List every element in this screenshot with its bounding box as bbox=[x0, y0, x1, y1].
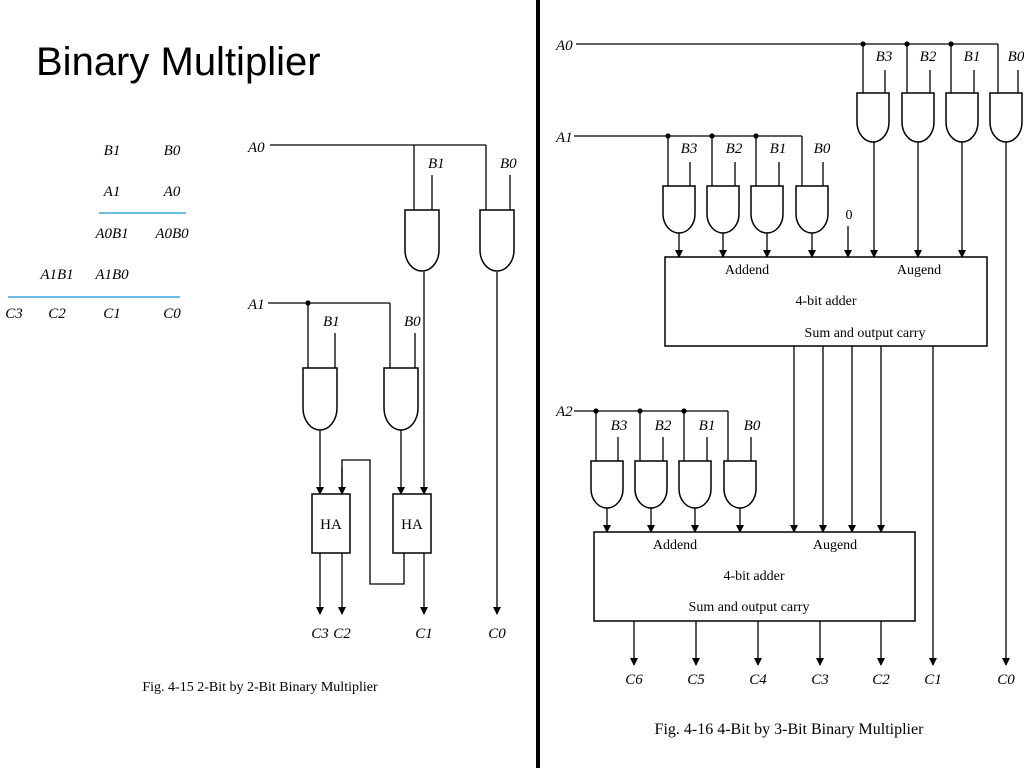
and-gate bbox=[989, 92, 1023, 143]
output-label: C0 bbox=[997, 672, 1015, 688]
b-label: B1 bbox=[964, 49, 981, 65]
table-cell: B0 bbox=[164, 143, 181, 159]
and-gate bbox=[662, 185, 696, 234]
and-gate bbox=[750, 185, 784, 234]
and-gate bbox=[945, 92, 979, 143]
adder-augend-label: Augend bbox=[813, 538, 857, 553]
and-gate bbox=[383, 367, 419, 431]
table-cell: C2 bbox=[48, 306, 66, 322]
output-label: C3 bbox=[311, 626, 329, 642]
and-gate bbox=[634, 460, 668, 509]
b-label: B0 bbox=[814, 141, 831, 157]
adder-box bbox=[664, 256, 988, 347]
vertical-divider bbox=[536, 0, 540, 768]
and-gate bbox=[856, 92, 890, 143]
table-cell: C1 bbox=[103, 306, 121, 322]
table-cell: A0B0 bbox=[154, 226, 189, 242]
output-label: C3 bbox=[811, 672, 829, 688]
output-label: C2 bbox=[333, 626, 351, 642]
b-label: B3 bbox=[681, 141, 698, 157]
table-cell: A1 bbox=[103, 184, 121, 200]
b-label: B1 bbox=[699, 418, 716, 434]
input-label-a0: A0 bbox=[247, 140, 265, 156]
and-gate bbox=[901, 92, 935, 143]
and-gate bbox=[590, 460, 624, 509]
table-cell: A0B1 bbox=[94, 226, 128, 242]
figure-4-15: A0 A1 B1 B0 B1 B0 HA HA C3 C2 C1 C0 Fig.… bbox=[142, 140, 517, 695]
b-label: B0 bbox=[500, 156, 517, 172]
adder-output-label: Sum and output carry bbox=[689, 600, 810, 615]
and-gate bbox=[795, 185, 829, 234]
half-adder-label: HA bbox=[320, 517, 342, 533]
and-gate bbox=[723, 460, 757, 509]
table-cell: C0 bbox=[163, 306, 181, 322]
table-cell: A1B1 bbox=[39, 267, 73, 283]
input-label-a0: A0 bbox=[555, 38, 573, 54]
input-label-a2: A2 bbox=[555, 404, 573, 420]
half-adder-box bbox=[392, 493, 432, 554]
table-cell: B1 bbox=[104, 143, 121, 159]
table-cell: C3 bbox=[5, 306, 23, 322]
slide-title: Binary Multiplier bbox=[36, 40, 321, 84]
b-label: B1 bbox=[323, 314, 340, 330]
b-label: B2 bbox=[726, 141, 743, 157]
output-label: C4 bbox=[749, 672, 767, 688]
adder-addend-label: Addend bbox=[725, 263, 769, 278]
and-gate bbox=[302, 367, 338, 431]
b-label: B3 bbox=[876, 49, 893, 65]
b-label: B0 bbox=[744, 418, 761, 434]
b-label: B2 bbox=[920, 49, 937, 65]
adder-title: 4-bit adder bbox=[723, 569, 784, 584]
input-label-a1: A1 bbox=[247, 297, 265, 313]
and-gate bbox=[706, 185, 740, 234]
figure-caption: Fig. 4-15 2-Bit by 2-Bit Binary Multipli… bbox=[142, 680, 378, 695]
table-cell: A0 bbox=[163, 184, 181, 200]
input-label-a1: A1 bbox=[555, 130, 573, 146]
b-label: B0 bbox=[1008, 49, 1024, 65]
adder-augend-label: Augend bbox=[897, 263, 941, 278]
half-adder-label: HA bbox=[401, 517, 423, 533]
b-label: B3 bbox=[611, 418, 628, 434]
b-label: B2 bbox=[655, 418, 672, 434]
figure-4-16: Addend Augend 4-bit adder Sum and output… bbox=[555, 38, 1024, 738]
adder-box bbox=[593, 531, 916, 622]
output-label: C1 bbox=[924, 672, 942, 688]
and-gate bbox=[479, 209, 515, 272]
adder-addend-label: Addend bbox=[653, 538, 697, 553]
output-label: C6 bbox=[625, 672, 643, 688]
and-gate bbox=[678, 460, 712, 509]
half-adder-box bbox=[311, 493, 351, 554]
adder-output-label: Sum and output carry bbox=[805, 326, 926, 341]
output-label: C2 bbox=[872, 672, 890, 688]
table-cell: A1B0 bbox=[94, 267, 129, 283]
output-label: C1 bbox=[415, 626, 433, 642]
output-label: C5 bbox=[687, 672, 705, 688]
output-label: C0 bbox=[488, 626, 506, 642]
b-label: B1 bbox=[428, 156, 445, 172]
b-label: B0 bbox=[404, 314, 421, 330]
figure-caption: Fig. 4-16 4-Bit by 3-Bit Binary Multipli… bbox=[655, 721, 925, 738]
b-label: B1 bbox=[770, 141, 787, 157]
adder-title: 4-bit adder bbox=[795, 294, 856, 309]
and-gate bbox=[404, 209, 440, 272]
zero-input-label: 0 bbox=[846, 208, 853, 223]
